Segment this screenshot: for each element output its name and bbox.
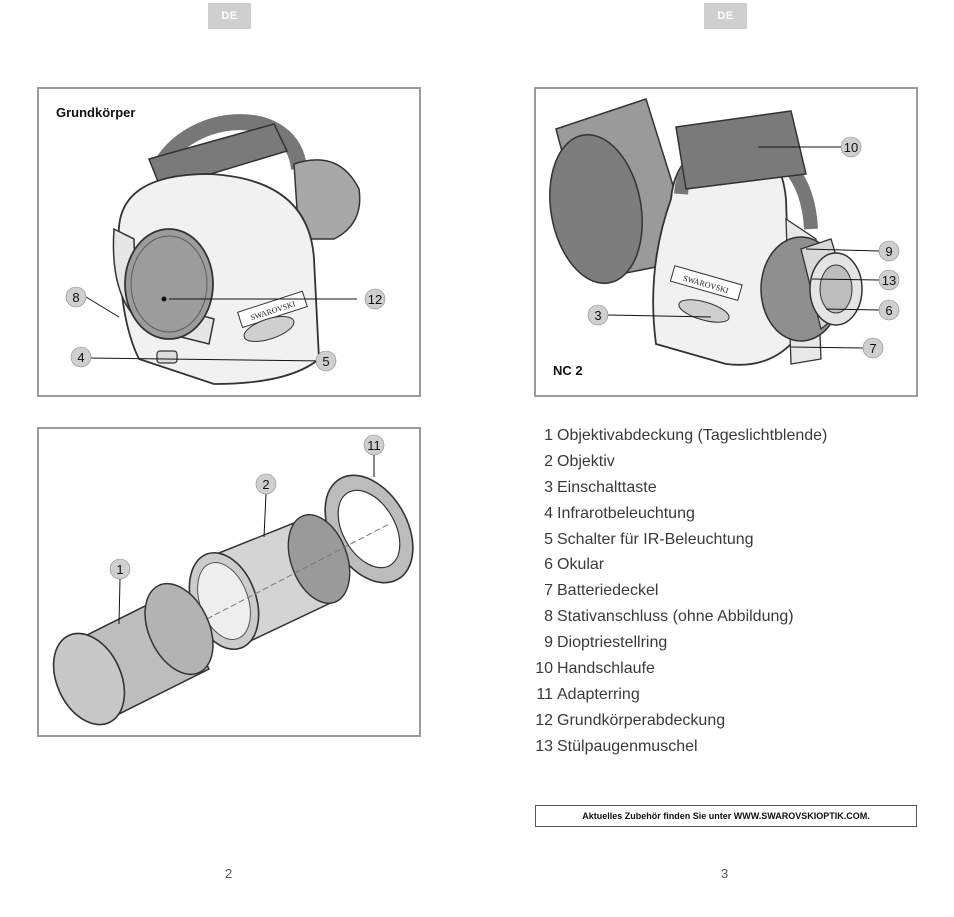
svg-text:4: 4 — [77, 350, 84, 365]
components-illustration: 11 2 1 — [52, 434, 414, 726]
callout-3: 3 — [587, 304, 609, 326]
legend-label: Schalter für IR-Beleuchtung — [557, 530, 754, 548]
callout-2: 2 — [255, 473, 277, 495]
language-tab-right: DE — [704, 3, 747, 29]
legend-number: 6 — [544, 556, 553, 574]
figure-title-grundkoerper: Grundkörper — [56, 105, 136, 120]
svg-text:11: 11 — [367, 438, 381, 453]
legend-label: Stülpaugenmuschel — [557, 737, 698, 755]
body-cap — [124, 228, 214, 340]
figure-components: 11 2 1 — [37, 427, 421, 737]
callout-5: 5 — [315, 350, 337, 372]
svg-text:9: 9 — [885, 244, 892, 259]
svg-text:3: 3 — [594, 308, 601, 323]
legend-label: Objektiv — [557, 452, 615, 470]
legend-number: 7 — [544, 582, 553, 600]
legend-label: Batteriedeckel — [557, 582, 659, 600]
callout-1: 1 — [109, 558, 131, 580]
legend-number: 3 — [544, 478, 553, 496]
legend-label: Dioptriestellring — [557, 634, 668, 652]
svg-text:6: 6 — [885, 303, 892, 318]
legend-number: 9 — [544, 634, 553, 652]
svg-text:7: 7 — [869, 341, 876, 356]
callout-4: 4 — [70, 346, 92, 368]
legend-label: Grundkörperabdeckung — [557, 711, 726, 729]
callout-8: 8 — [65, 286, 87, 308]
legend-label: Adapterring — [557, 685, 640, 703]
language-tab-left: DE — [208, 3, 251, 29]
accessory-notice: Aktuelles Zubehör finden Sie unter WWW.S… — [535, 805, 917, 827]
svg-text:2: 2 — [262, 477, 269, 492]
callout-10: 10 — [840, 136, 862, 158]
power-button — [243, 316, 295, 342]
lens-barrel — [293, 159, 361, 240]
legend-number: 13 — [535, 737, 553, 755]
callout-11: 11 — [363, 434, 385, 456]
svg-text:10: 10 — [844, 140, 858, 155]
callout-12: 12 — [364, 288, 386, 310]
callout-6: 6 — [878, 299, 900, 321]
legend-number: 5 — [544, 530, 553, 548]
callout-7: 7 — [862, 337, 884, 359]
callout-13: 13 — [878, 269, 900, 291]
svg-text:8: 8 — [72, 290, 79, 305]
power-button — [678, 299, 730, 323]
figure-title-nc2: NC 2 — [553, 363, 583, 378]
grundkoerper-illustration: SWAROVSKI 8 12 4 5 — [65, 114, 386, 385]
legend-label: Einschalttaste — [557, 478, 657, 496]
legend-label: Okular — [557, 556, 605, 574]
svg-text:13: 13 — [882, 273, 896, 288]
figure-nc2: NC 2 SWAROVSKI 10 — [534, 87, 918, 397]
strap-pad — [147, 123, 289, 190]
legend-label: Objektivabdeckung (Tageslichtblende) — [557, 427, 828, 444]
figure-grundkoerper: Grundkörper SWAROVSKI 8 12 — [37, 87, 421, 397]
legend-number: 2 — [544, 452, 553, 470]
legend-number: 4 — [544, 504, 553, 522]
strap-pad — [675, 110, 807, 190]
legend-label: Infrarotbeleuchtung — [557, 504, 695, 522]
nc2-illustration: SWAROVSKI 10 9 13 3 — [549, 98, 900, 366]
legend-number: 1 — [544, 427, 553, 444]
svg-text:5: 5 — [322, 354, 329, 369]
svg-text:12: 12 — [368, 292, 382, 307]
legend-number: 10 — [535, 660, 553, 678]
page-number-left: 2 — [225, 866, 233, 881]
legend-number: 12 — [535, 711, 553, 729]
strap — [151, 114, 307, 173]
legend-label: Handschlaufe — [557, 660, 655, 678]
legend-number: 11 — [536, 685, 553, 703]
legend-label: Stativanschluss (ohne Abbildung) — [557, 608, 794, 626]
legend-number: 8 — [544, 608, 553, 626]
ir-switch — [156, 350, 178, 364]
svg-text:1: 1 — [116, 562, 123, 577]
callout-9: 9 — [878, 240, 900, 262]
page-number-right: 3 — [721, 866, 729, 881]
